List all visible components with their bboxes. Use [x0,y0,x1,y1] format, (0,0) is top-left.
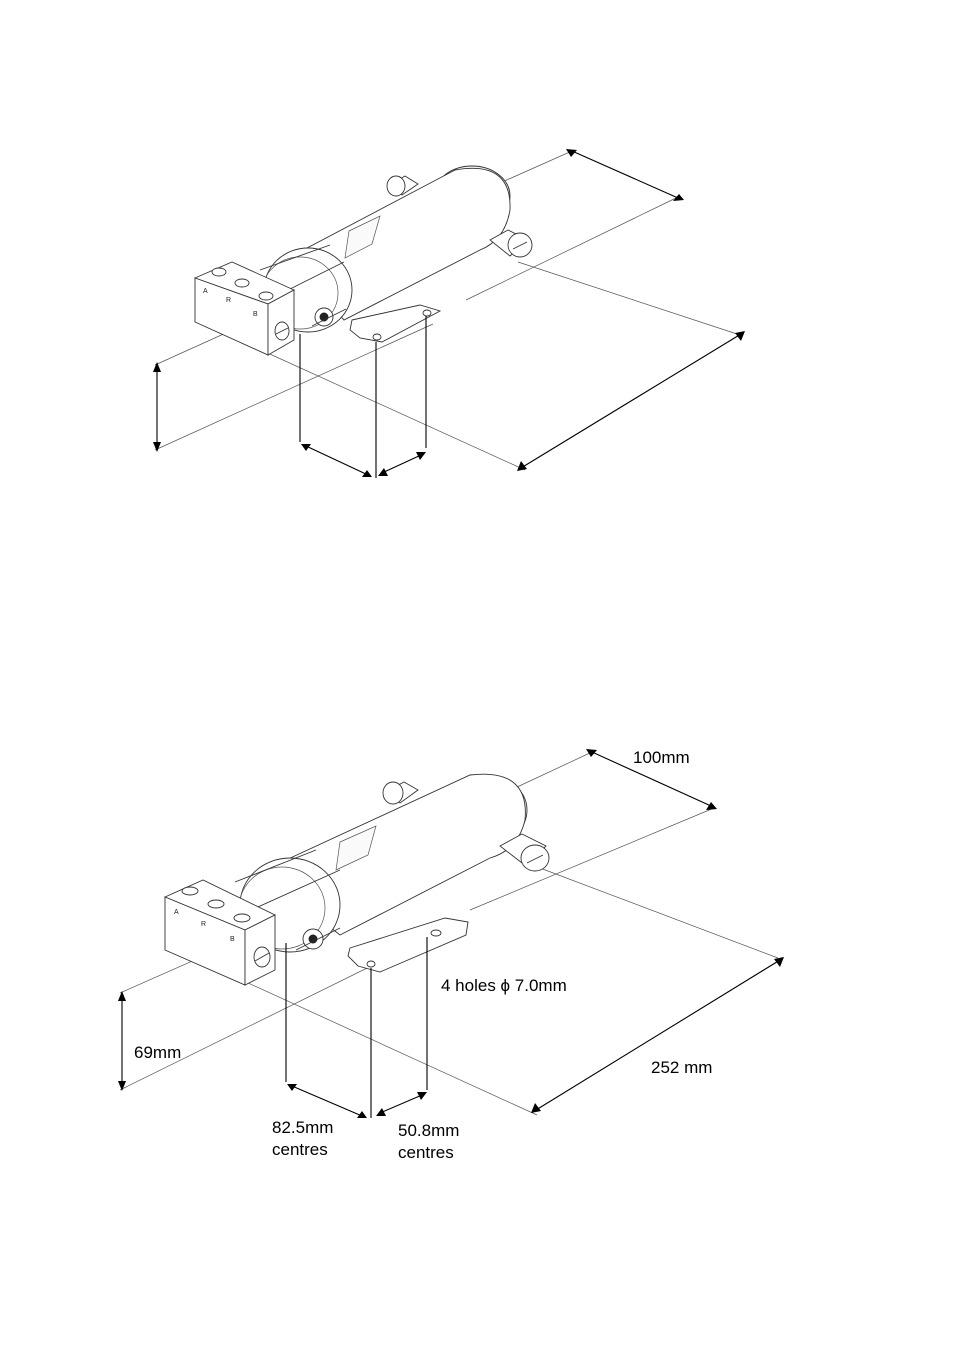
top-dimension-lines [153,149,745,478]
top-drawing: A R B [153,149,745,478]
dimension-centres-a-word: centres [272,1140,328,1159]
bottom-drawing: A R B [118,748,784,1162]
bottom-dimension-lines [118,749,784,1118]
dimension-depth-label: 100mm [633,748,690,767]
bottom-cylinder-body [234,773,550,953]
top-terminal-block: A R B [193,261,296,356]
top-cylinder-body [259,165,533,333]
bottom-block-letter-r: R [201,921,206,928]
top-block-letter-a: A [203,288,208,295]
dimension-holes-label: 4 holes ϕ 7.0mm [441,976,567,995]
dimension-height-label: 69mm [134,1043,181,1062]
bottom-block-letter-b: B [230,936,235,943]
bottom-dimension-labels: 100mm 4 holes ϕ 7.0mm 69mm 252 mm 82.5mm… [134,748,712,1162]
top-block-letter-b: B [253,311,258,318]
top-mounting-bracket [349,304,442,343]
bottom-mounting-bracket [347,917,469,973]
dimension-centres-b-word: centres [398,1143,454,1162]
top-block-letter-r: R [226,297,231,304]
bottom-extension-lines [119,751,779,1116]
bottom-block-letter-a: A [174,909,179,916]
dimension-centres-a-value: 82.5mm [272,1118,333,1137]
dimension-length-label: 252 mm [651,1058,712,1077]
bottom-terminal-block: A R B [163,879,277,986]
dimension-centres-b-value: 50.8mm [398,1121,459,1140]
